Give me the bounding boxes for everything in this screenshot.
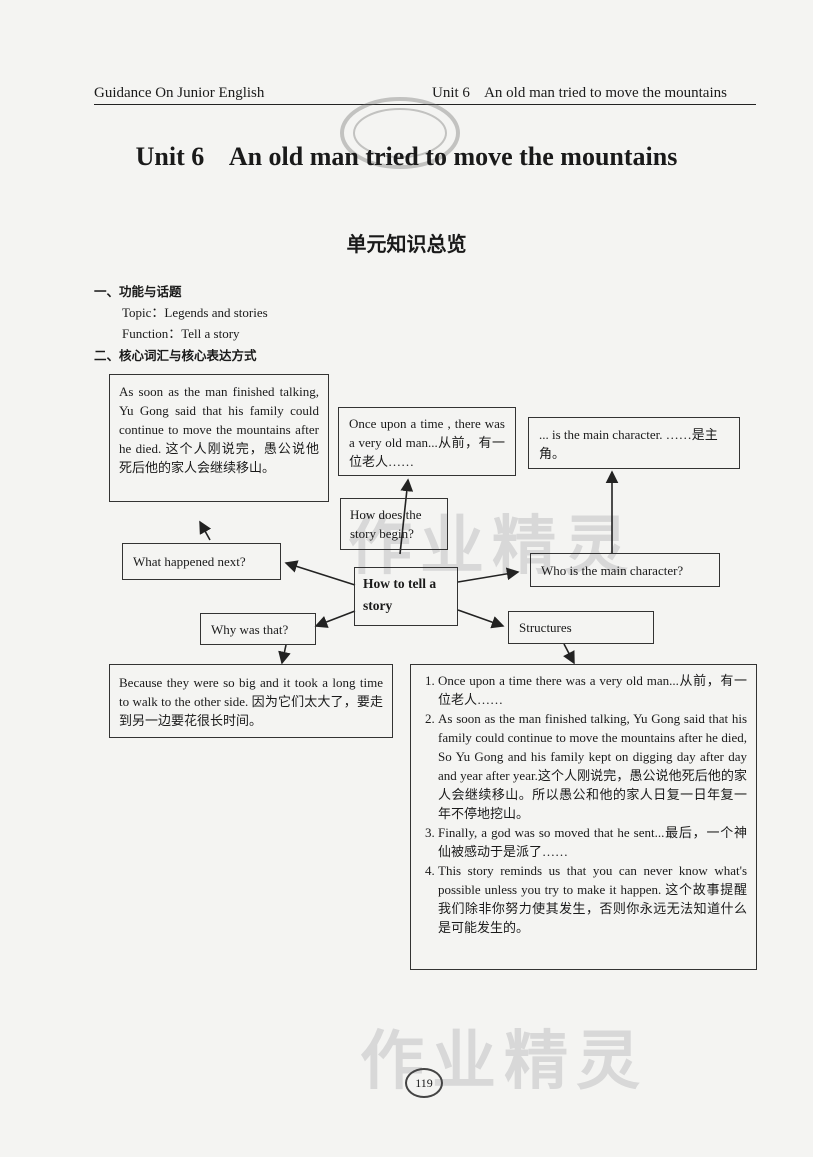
structures-list-box: Once upon a time there was a very old ma… (410, 664, 757, 970)
structure-item-2: As soon as the man finished talking, Yu … (438, 709, 747, 823)
who-question-box: Who is the main character? (530, 553, 720, 587)
structures-label-box: Structures (508, 611, 654, 644)
structure-item-4: This story reminds us that you can never… (438, 861, 747, 937)
why-question-box: Why was that? (200, 613, 316, 645)
structure-item-3: Finally, a god was so moved that he sent… (438, 823, 747, 861)
page-number: 119 (405, 1068, 443, 1098)
next-answer-box: As soon as the man finished talking, Yu … (109, 374, 329, 502)
center-topic-box: How to tell a story (354, 567, 458, 626)
why-answer-box: Because they were so big and it took a l… (109, 664, 393, 738)
next-question-box: What happened next? (122, 543, 281, 580)
structure-item-1: Once upon a time there was a very old ma… (438, 671, 747, 709)
who-answer-box: ... is the main character. ……是主角。 (528, 417, 740, 469)
begin-answer-box: Once upon a time , there was a very old … (338, 407, 516, 476)
begin-question-box: How does the story begin? (340, 498, 448, 550)
